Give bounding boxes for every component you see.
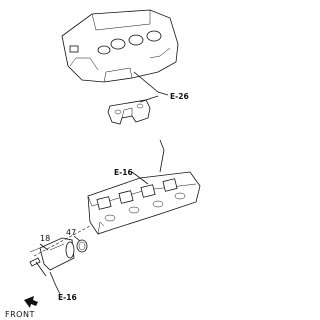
bracket-part: [107, 99, 151, 125]
parts-diagram: E-26 E-16 47 18 E-16 FRONT: [5, 9, 201, 319]
bolt-part: [29, 225, 91, 277]
front-direction-label: FRONT: [5, 310, 35, 319]
engine-block: [61, 9, 179, 83]
callout-e16-top: E-16: [114, 168, 133, 177]
crankcase-part: [87, 171, 201, 235]
leader-line-e16-top: [131, 171, 149, 185]
callout-e16-bottom: E-16: [58, 293, 77, 302]
leader-lines-e26: [133, 71, 169, 103]
slave-cylinder-part: [29, 237, 75, 271]
callout-part-47: 47: [66, 228, 76, 237]
front-arrow-icon: [24, 296, 38, 308]
seal-ring-part: [73, 235, 88, 253]
callout-e26: E-26: [170, 92, 189, 101]
leader-line-e16-bottom: [49, 271, 61, 295]
callout-part-18: 18: [40, 234, 50, 243]
connector-line: [159, 139, 165, 173]
